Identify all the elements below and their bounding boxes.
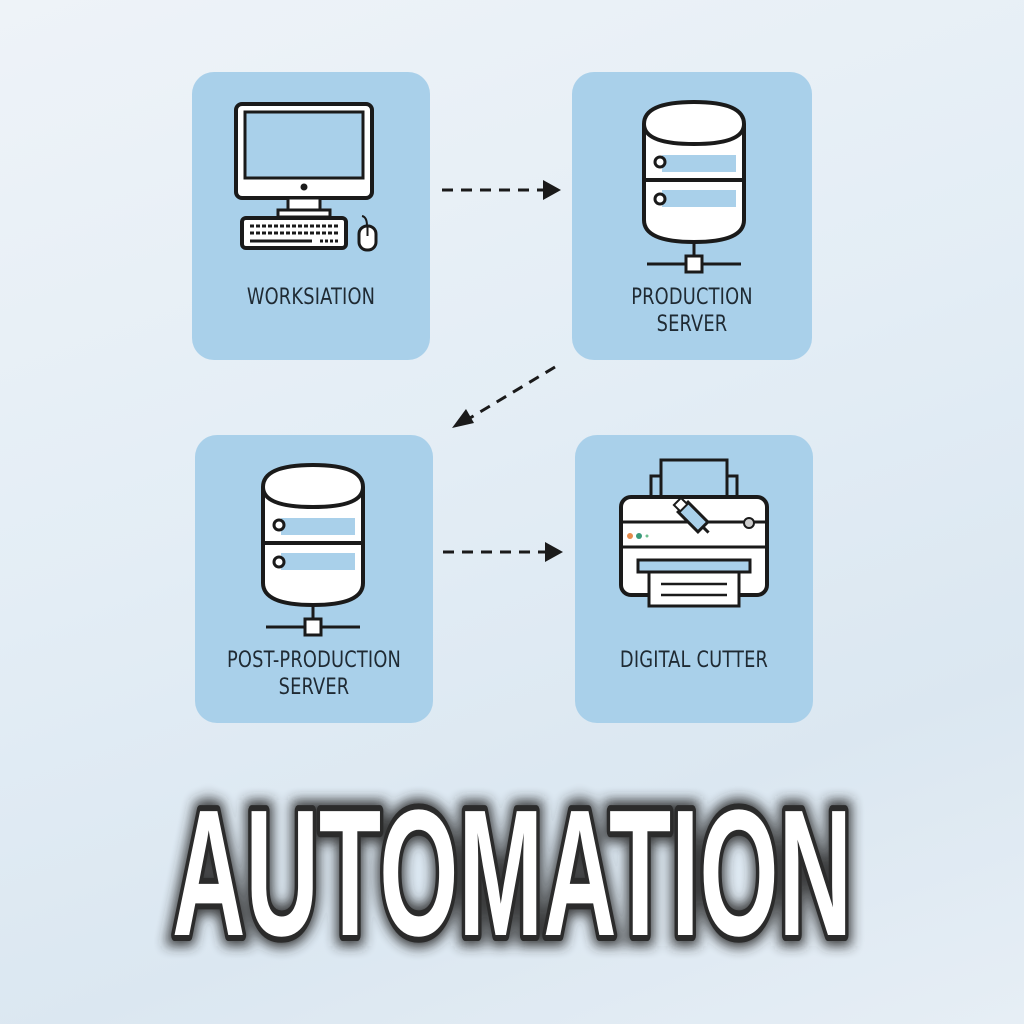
arrow-production-to-post-production (452, 365, 556, 428)
node-digital-cutter: DIGITAL CUTTER (575, 435, 813, 723)
svg-text:AUTOMATION: AUTOMATION (172, 780, 852, 974)
computer-icon (234, 102, 378, 252)
title-automation: AUTOMATION AUTOMATION AUTOMATION (161, 780, 863, 980)
node-workstation: WORKSIATION (192, 72, 430, 360)
arrow-workstation-to-production (442, 180, 561, 200)
node-label: WORKSIATION (246, 285, 376, 310)
svg-text:AUTOMATION: AUTOMATION (172, 780, 852, 974)
arrow-post-production-to-cutter (443, 542, 563, 562)
svg-text:AUTOMATION: AUTOMATION (172, 780, 852, 974)
node-label: DIGITAL CUTTER (619, 648, 769, 673)
printer-cutter-icon (619, 458, 769, 608)
